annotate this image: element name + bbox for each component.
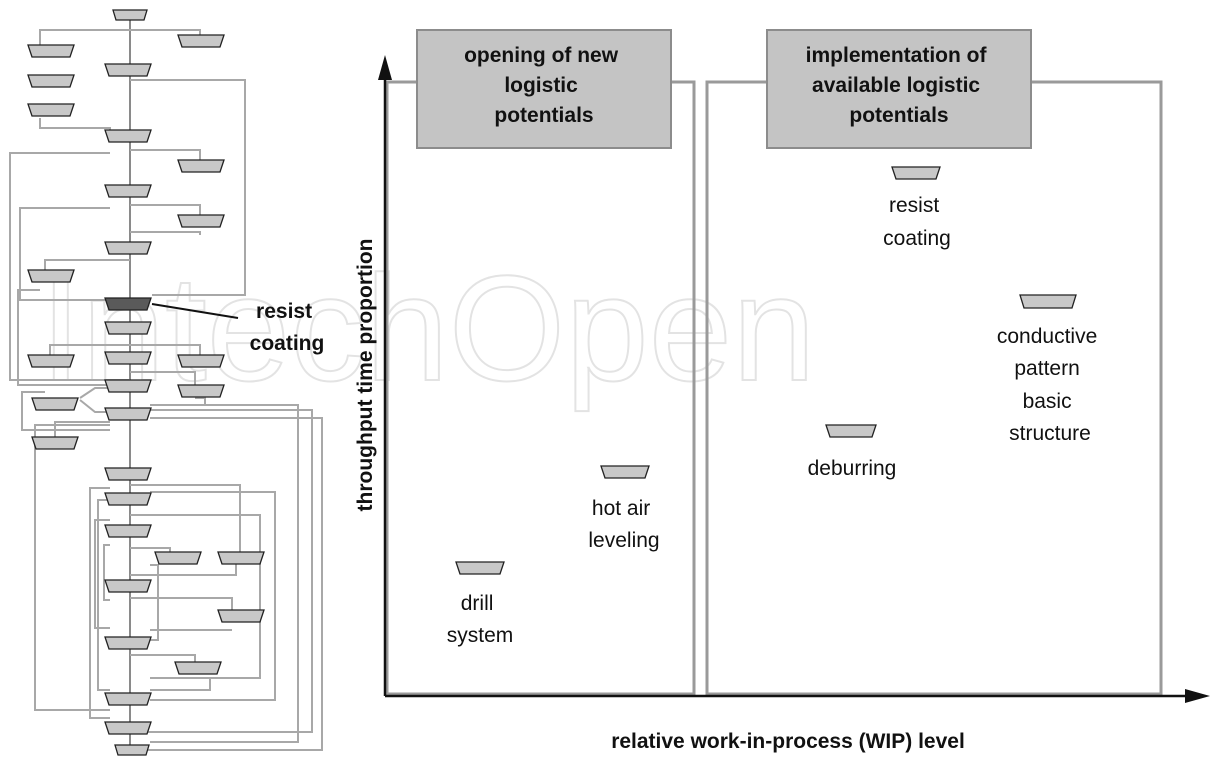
- station-symbol: [27, 74, 75, 88]
- station-symbol: [154, 551, 202, 565]
- x-axis-arrow-icon: [1185, 689, 1210, 703]
- station-symbol: [217, 609, 265, 623]
- station-symbol: [104, 241, 152, 255]
- station-symbol: [104, 63, 152, 77]
- station-symbol: [104, 379, 152, 393]
- station-symbol: [104, 321, 152, 335]
- right-header-box: [766, 29, 1032, 149]
- left-header-text: opening of new logistic potentials: [464, 44, 624, 127]
- station-symbol: [177, 384, 225, 398]
- station-symbol: [104, 467, 152, 481]
- hot-air-leveling-symbol: [600, 465, 650, 479]
- resist-coating-label: resist coating: [883, 194, 951, 250]
- resist-coating-symbol: [891, 166, 941, 180]
- station-symbol: [114, 744, 150, 756]
- station-symbol: [177, 214, 225, 228]
- station-symbol: [217, 551, 265, 565]
- station-symbol: [104, 524, 152, 538]
- station-symbol: [174, 661, 222, 675]
- station-symbol: [31, 397, 79, 411]
- conductive-pattern-label: conductive pattern basic structure: [997, 325, 1103, 445]
- flow-connectors: [9, 29, 323, 751]
- station-symbol: [27, 103, 75, 117]
- callout-label: resist coating: [250, 300, 325, 355]
- y-axis-arrow-icon: [378, 55, 392, 80]
- drill-system-label: drill system: [447, 592, 514, 647]
- station-symbol: [27, 269, 75, 283]
- highlighted-station-symbol: [104, 297, 152, 311]
- station-symbol: [31, 436, 79, 450]
- station-symbol: [104, 636, 152, 650]
- station-symbol: [177, 354, 225, 368]
- station-symbol: [104, 184, 152, 198]
- station-symbol: [104, 721, 152, 735]
- station-symbol: [104, 492, 152, 506]
- drill-system-symbol: [455, 561, 505, 575]
- station-symbol: [27, 354, 75, 368]
- process-flowchart: resist coating: [9, 9, 325, 756]
- station-symbol: [104, 351, 152, 365]
- station-symbol: [177, 159, 225, 173]
- station-symbol: [104, 692, 152, 706]
- station-symbol: [104, 407, 152, 421]
- station-symbol: [112, 9, 148, 21]
- y-axis-label: throughput time proportion: [354, 239, 377, 512]
- flow-stations: [27, 9, 265, 756]
- logistic-matrix: opening of new logistic potentials imple…: [354, 29, 1210, 753]
- watermark-text: IntechOpen: [40, 244, 816, 412]
- callout-line: [151, 303, 239, 319]
- conductive-pattern-symbol: [1019, 294, 1077, 309]
- station-symbol: [104, 579, 152, 593]
- hot-air-leveling-label: hot air leveling: [588, 497, 659, 552]
- left-header-box: [416, 29, 672, 149]
- x-axis-label: relative work-in-process (WIP) level: [611, 730, 965, 753]
- right-header-text: implementation of available logistic pot…: [806, 44, 993, 127]
- deburring-symbol: [825, 424, 877, 438]
- station-symbol: [27, 44, 75, 58]
- station-symbol: [104, 129, 152, 143]
- station-symbol: [177, 34, 225, 48]
- deburring-label: deburring: [808, 457, 897, 480]
